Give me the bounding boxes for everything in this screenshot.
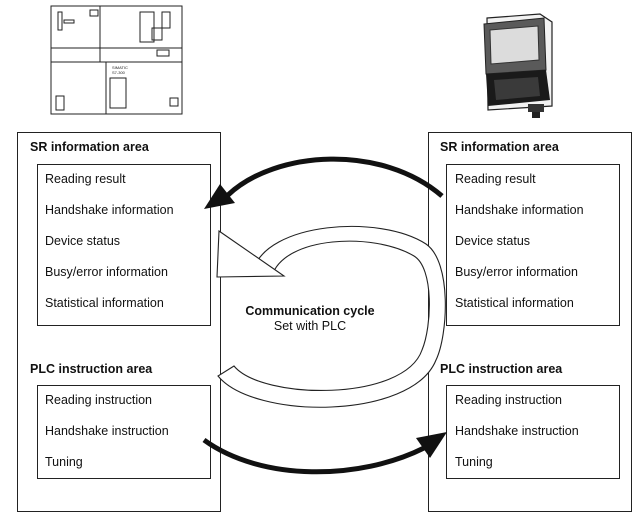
plc-module-label-1: SIMATIC — [112, 65, 128, 70]
cycle-subtitle: Set with PLC — [273, 319, 347, 333]
left-sr-title: SR information area — [30, 140, 149, 154]
plc-module-label-2: S7-300 — [112, 70, 126, 75]
left-sr-item: Busy/error information — [45, 265, 168, 279]
right-sr-item: Reading result — [455, 172, 536, 186]
cycle-arrowhead-icon — [216, 229, 286, 278]
plc-rack-icon — [50, 5, 183, 115]
left-sr-item: Reading result — [45, 172, 126, 186]
left-plc-area-box: Reading instruction Handshake instructio… — [37, 385, 211, 479]
right-plc-item: Handshake instruction — [455, 424, 579, 438]
left-sr-item: Handshake information — [45, 203, 174, 217]
right-sr-item: Statistical information — [455, 296, 574, 310]
left-plc-item: Reading instruction — [45, 393, 153, 407]
left-sr-item: Device status — [45, 234, 121, 248]
right-plc-title: PLC instruction area — [440, 362, 563, 376]
right-sr-item: Handshake information — [455, 203, 584, 217]
left-plc-item: Handshake instruction — [45, 424, 169, 438]
right-plc-area-box: Reading instruction Handshake instructio… — [446, 385, 620, 479]
right-sr-item: Busy/error information — [455, 265, 578, 279]
communication-cycle-label: Communication cycle Set with PLC — [240, 304, 380, 333]
right-plc-item: Tuning — [455, 455, 493, 469]
cycle-title: Communication cycle — [245, 304, 375, 318]
sr-data-flow-arrow — [226, 156, 444, 198]
right-sr-title: SR information area — [440, 140, 559, 154]
left-sr-area-box: Reading result Handshake information Dev… — [37, 164, 211, 326]
left-plc-memory-panel: SR information area Reading result Hands… — [17, 132, 221, 512]
plc-instruction-flow-arrow — [202, 437, 426, 475]
code-reader-icon — [483, 13, 553, 118]
left-plc-title: PLC instruction area — [30, 362, 153, 376]
right-reader-memory-panel: SR information area Reading result Hands… — [428, 132, 632, 512]
left-sr-item: Statistical information — [45, 296, 164, 310]
left-plc-item: Tuning — [45, 455, 83, 469]
right-sr-item: Device status — [455, 234, 531, 248]
right-plc-item: Reading instruction — [455, 393, 563, 407]
right-sr-area-box: Reading result Handshake information Dev… — [446, 164, 620, 326]
